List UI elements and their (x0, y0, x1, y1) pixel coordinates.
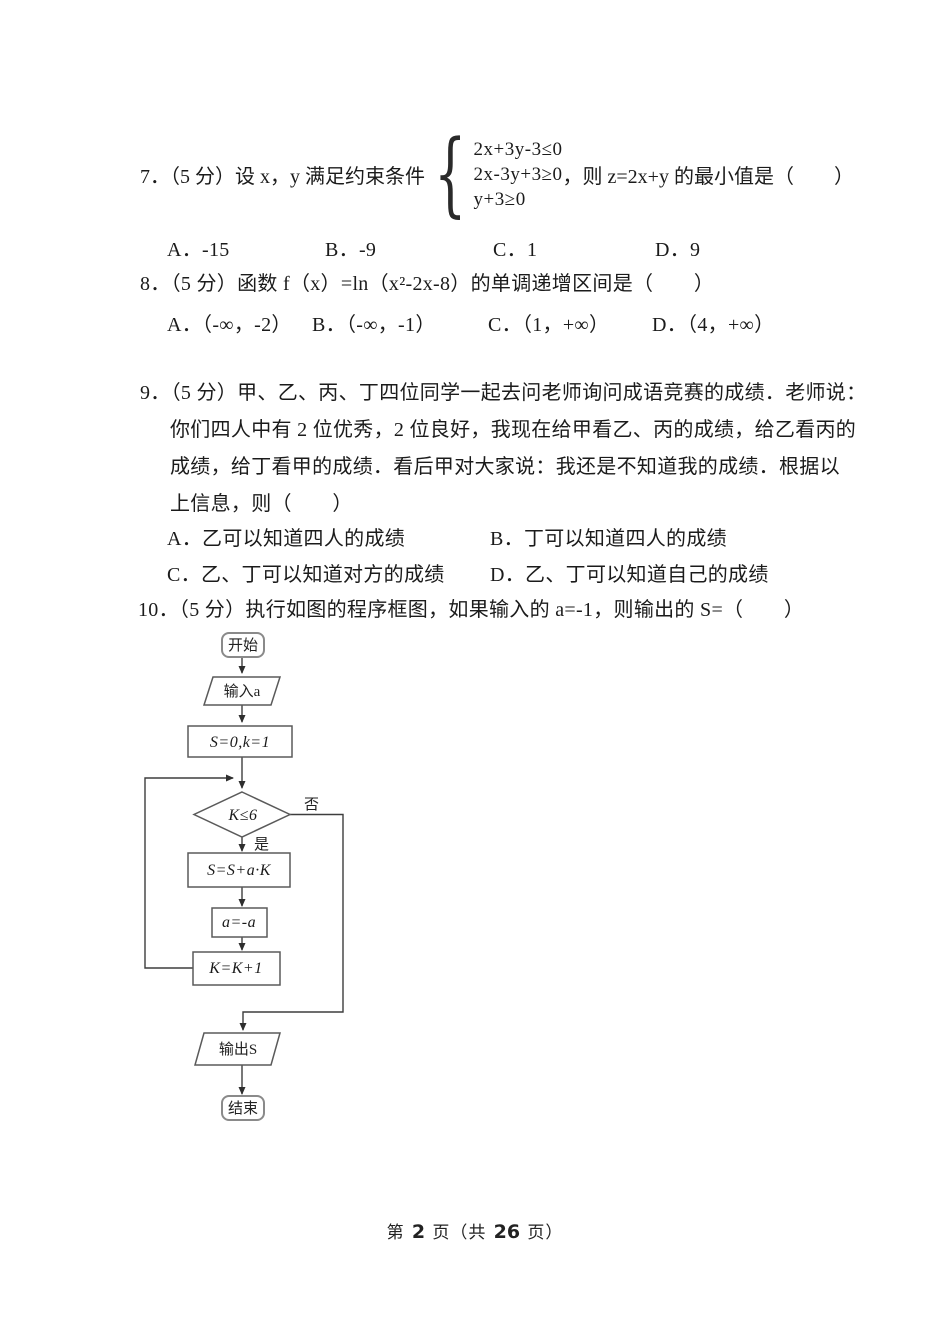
q7-option-a: A．-15 (167, 239, 230, 261)
loop-back-connector (144, 774, 234, 969)
decision-node-label: K≤6 (228, 807, 258, 824)
end-node-label: 结束 (228, 1100, 258, 1117)
negate-node-label: a=-a (222, 914, 256, 931)
q7-constraint-system: 2x+3y-3≤0 2x-3y+3≥0 y+3≥0 (474, 137, 563, 212)
q7-stem-before: 7．（5 分）设 x，y 满足约束条件 (140, 165, 425, 188)
footer-prefix: 第 (386, 1223, 405, 1242)
question-9-stem: 9．（5 分）甲、乙、丙、丁四位同学一起去问老师询问成语竞赛的成绩．老师说： 你… (140, 375, 867, 523)
start-node-label: 开始 (228, 637, 258, 654)
question-10-stem: 10．（5 分）执行如图的程序框图，如果输入的 a=-1，则输出的 S=（ ） (138, 599, 805, 621)
input-node-label: 输入a (224, 683, 261, 700)
q9-line-2: 你们四人中有 2 位优秀，2 位良好，我现在给甲看乙、丙的成绩，给乙看丙的 (170, 419, 857, 441)
q8-option-c: C．（1，+∞） (488, 314, 610, 336)
assign-node-label: S=S+a·K (207, 862, 272, 879)
q8-option-d: D．（4，+∞） (652, 314, 775, 336)
increment-node-label: K=K+1 (208, 960, 262, 977)
q8-option-a: A．（-∞，-2） (167, 314, 292, 336)
yes-branch-label: 是 (254, 837, 269, 853)
init-node-label: S=0,k=1 (210, 734, 270, 751)
decision-node (192, 791, 292, 838)
q7-constraint-2: 2x-3y+3≥0 (473, 163, 563, 185)
output-node (194, 1032, 281, 1066)
q9-option-d: D．乙、丁可以知道自己的成绩 (490, 564, 769, 586)
end-node (221, 1095, 265, 1121)
start-node (221, 632, 265, 658)
footer-suffix: 页） (527, 1223, 564, 1242)
q9-line-3: 成绩，给丁看甲的成绩．看后甲对大家说：我还是不知道我的成绩．根据以 (170, 456, 840, 478)
output-node-label: 输出S (219, 1041, 257, 1058)
q9-option-b: B．丁可以知道四人的成绩 (490, 528, 727, 550)
question-7-stem: 7．（5 分）设 x，y 满足约束条件 { 2x+3y-3≤0 2x-3y+3≥… (140, 120, 854, 227)
q8-option-b: B．（-∞，-1） (312, 314, 436, 336)
q7-option-b: B．-9 (325, 239, 377, 261)
increment-node (192, 951, 281, 986)
q7-stem-after: ，则 z=2x+y 的最小值是（ ） (562, 165, 854, 188)
system-brace: { (434, 120, 467, 227)
q7-constraint-3: y+3≥0 (473, 188, 526, 210)
q9-option-a: A．乙可以知道四人的成绩 (167, 528, 406, 550)
q9-option-c: C．乙、丁可以知道对方的成绩 (167, 564, 445, 586)
footer-page-number: 2 (411, 1221, 426, 1243)
negate-node (211, 907, 268, 938)
page-footer: 第 2 页（共 26 页） (0, 1218, 950, 1243)
no-branch-connector (239, 813, 344, 1031)
q9-line-4: 上信息，则（ ） (170, 493, 353, 515)
q7-constraint-1: 2x+3y-3≤0 (473, 138, 563, 160)
assign-node (187, 852, 291, 888)
q7-option-c: C．1 (493, 239, 538, 261)
question-8-stem: 8．（5 分）函数 f（x）=ln（x²-2x-8）的单调递增区间是（ ） (140, 273, 715, 295)
q7-option-d: D．9 (655, 239, 701, 261)
footer-mid: 页（共 (432, 1223, 487, 1242)
footer-total-pages: 26 (493, 1221, 521, 1243)
no-branch-label: 否 (304, 797, 319, 813)
q9-line-1: 9．（5 分）甲、乙、丙、丁四位同学一起去问老师询问成语竞赛的成绩．老师说： (140, 382, 867, 404)
input-node (202, 676, 282, 706)
program-flowchart: 开始 输入a S=0,k=1 K≤6 否 是 S=S+a·K a=-a K=K+… (144, 632, 344, 1121)
init-node (187, 725, 293, 758)
